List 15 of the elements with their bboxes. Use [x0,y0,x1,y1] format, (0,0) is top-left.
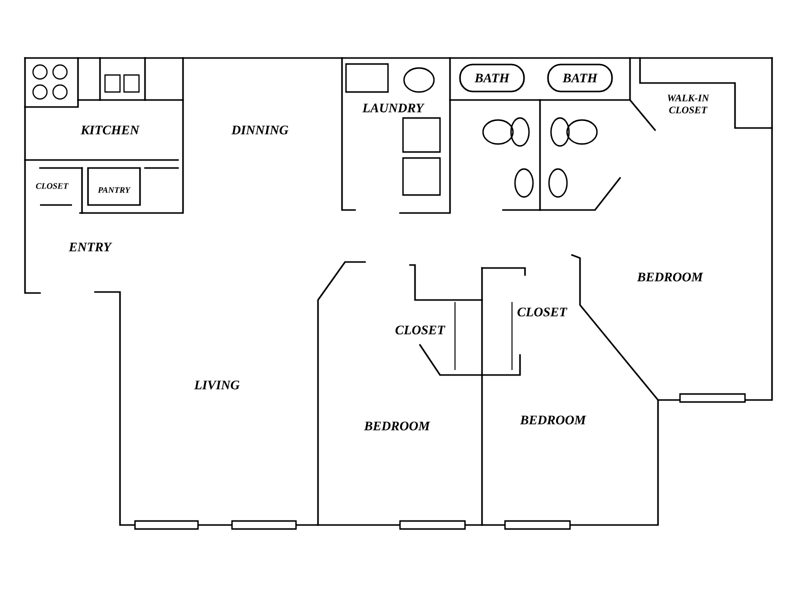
room-label: PANTRY [98,187,131,193]
bathtub: BATH [547,64,613,92]
room-label: CLOSET [518,308,568,316]
room-label: BEDROOM [364,422,430,430]
room-label: ENTRY [68,242,112,252]
bathtub: BATH [459,64,525,92]
room-label: WALK-IN CLOSET [668,94,710,114]
room-label: LAUNDRY [362,104,425,112]
room-label: CLOSET [36,183,69,189]
room-label: KITCHEN [80,126,140,134]
room-label: DINNING [231,126,288,134]
room-label: LIVING [194,380,240,390]
room-label: BEDROOM [637,272,704,282]
room-label: CLOSET [396,326,446,334]
room-label: BEDROOM [520,416,586,424]
